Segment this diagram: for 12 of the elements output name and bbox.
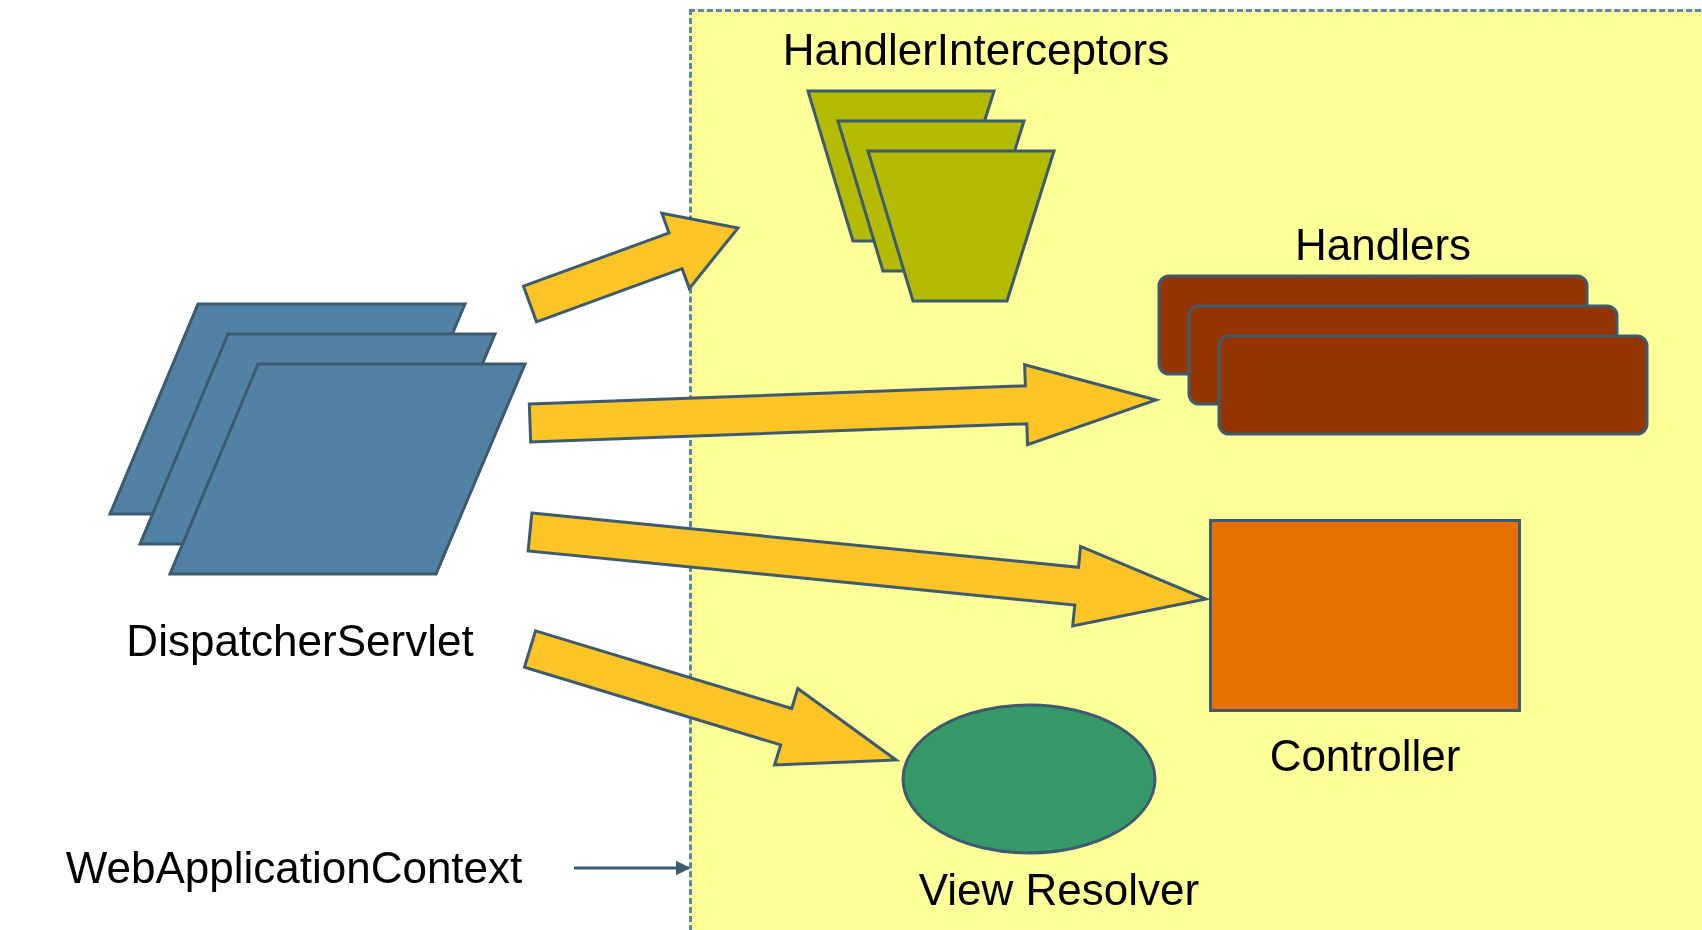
context-panel xyxy=(689,9,1702,930)
node-label: DispatcherServlet xyxy=(126,616,474,666)
node-label: View Resolver xyxy=(918,865,1200,915)
block-arrow xyxy=(527,362,1162,447)
block-arrow xyxy=(521,211,741,324)
context-label: WebApplicationContext xyxy=(65,843,523,893)
node-label: Controller xyxy=(1269,731,1461,781)
block-arrow xyxy=(522,628,901,767)
node-label: HandlerInterceptors xyxy=(782,25,1170,75)
node-label: Handlers xyxy=(1294,220,1472,270)
block-arrow xyxy=(526,511,1212,628)
arrow xyxy=(574,860,691,876)
